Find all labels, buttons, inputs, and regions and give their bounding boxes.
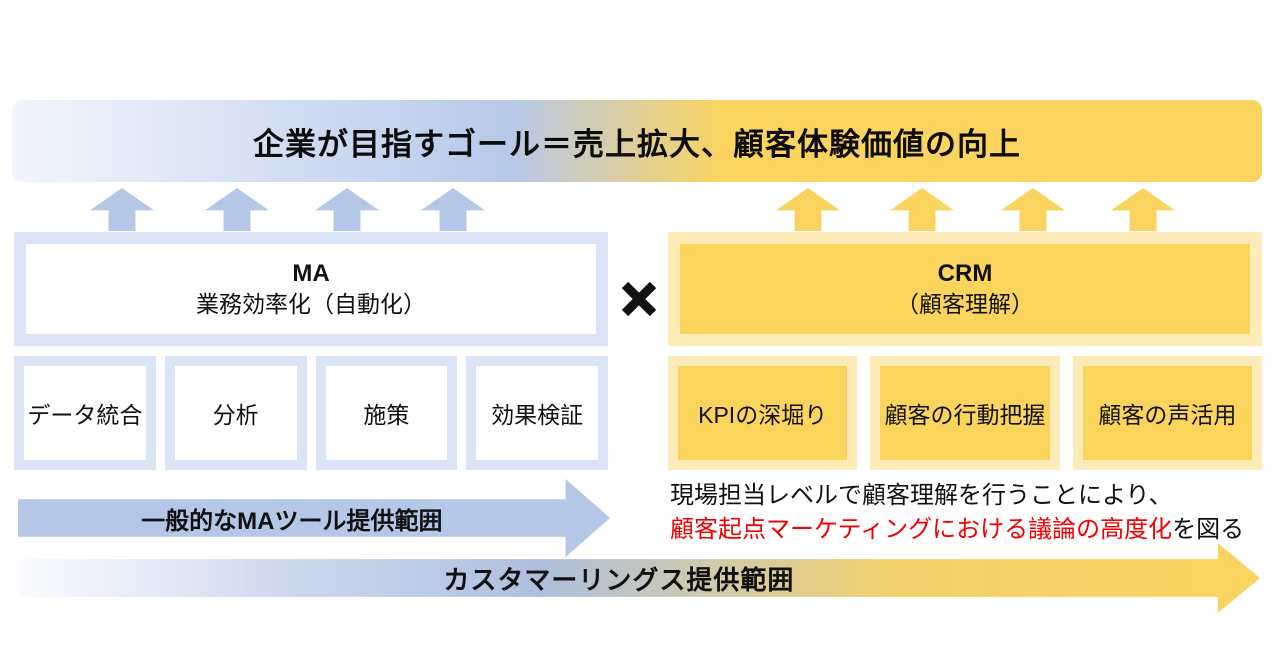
crm-subtitle: （顧客理解） bbox=[896, 291, 1034, 317]
crm-note: 現場担当レベルで顧客理解を行うことにより、 顧客起点マーケティングにおける議論の… bbox=[670, 479, 1270, 547]
crm-item-voice: 顧客の声活用 bbox=[1072, 356, 1262, 470]
ma-item-measures: 施策 bbox=[315, 356, 458, 470]
crm-item-label: 顧客の声活用 bbox=[1082, 366, 1252, 460]
ma-item-label: 分析 bbox=[174, 366, 297, 460]
ma-item-label: データ統合 bbox=[24, 366, 146, 460]
ma-subtitle: 業務効率化（自動化） bbox=[196, 291, 426, 317]
ma-item-label: 効果検証 bbox=[476, 366, 598, 460]
crm-note-line1: 現場担当レベルで顧客理解を行うことにより、 bbox=[670, 482, 1173, 509]
multiply-icon bbox=[618, 278, 660, 320]
crm-note-suffix: を図る bbox=[1172, 516, 1245, 543]
crm-item-label: 顧客の行動把握 bbox=[880, 366, 1050, 460]
up-arrow-yellow-3 bbox=[1001, 188, 1065, 231]
up-arrow-blue-4 bbox=[421, 188, 485, 231]
up-arrow-yellow-2 bbox=[890, 188, 954, 231]
goal-banner: 企業が目指すゴール＝売上拡大、顧客体験価値の向上 bbox=[12, 100, 1262, 182]
ma-item-analysis: 分析 bbox=[164, 356, 307, 470]
up-arrow-blue-1 bbox=[90, 188, 154, 231]
rings-range-label: カスタマーリングス提供範囲 bbox=[443, 564, 795, 595]
up-arrow-yellow-1 bbox=[776, 188, 840, 231]
crm-box: CRM （顧客理解） bbox=[668, 232, 1262, 346]
ma-range-arrow: 一般的なMAツール提供範囲 bbox=[18, 479, 610, 557]
up-arrow-blue-3 bbox=[315, 188, 379, 231]
crm-note-line2: 顧客起点マーケティングにおける議論の高度化を図る bbox=[670, 513, 1270, 547]
rings-range-arrow: カスタマーリングス提供範囲 bbox=[20, 543, 1260, 613]
ma-range-label: 一般的なMAツール提供範囲 bbox=[141, 507, 443, 535]
crm-note-highlight: 顧客起点マーケティングにおける議論の高度化 bbox=[670, 516, 1173, 543]
crm-box-inner: CRM （顧客理解） bbox=[680, 244, 1250, 334]
goal-title: 企業が目指すゴール＝売上拡大、顧客体験価値の向上 bbox=[253, 126, 1021, 162]
crm-item-label: KPIの深堀り bbox=[678, 366, 848, 460]
crm-item-kpi: KPIの深堀り bbox=[668, 356, 858, 470]
ma-box-inner: MA 業務効率化（自動化） bbox=[26, 244, 596, 334]
crm-item-row: KPIの深堀り 顧客の行動把握 顧客の声活用 bbox=[668, 356, 1262, 470]
crm-title: CRM bbox=[937, 260, 993, 287]
ma-title: MA bbox=[292, 260, 330, 287]
up-arrow-blue-2 bbox=[205, 188, 269, 231]
ma-item-label: 施策 bbox=[325, 366, 448, 460]
ma-item-verification: 効果検証 bbox=[466, 356, 608, 470]
ma-box: MA 業務効率化（自動化） bbox=[14, 232, 608, 346]
ma-item-row: データ統合 分析 施策 効果検証 bbox=[14, 356, 608, 470]
ma-item-data-integration: データ統合 bbox=[14, 356, 156, 470]
up-arrow-yellow-4 bbox=[1111, 188, 1175, 231]
crm-item-behavior: 顧客の行動把握 bbox=[870, 356, 1060, 470]
